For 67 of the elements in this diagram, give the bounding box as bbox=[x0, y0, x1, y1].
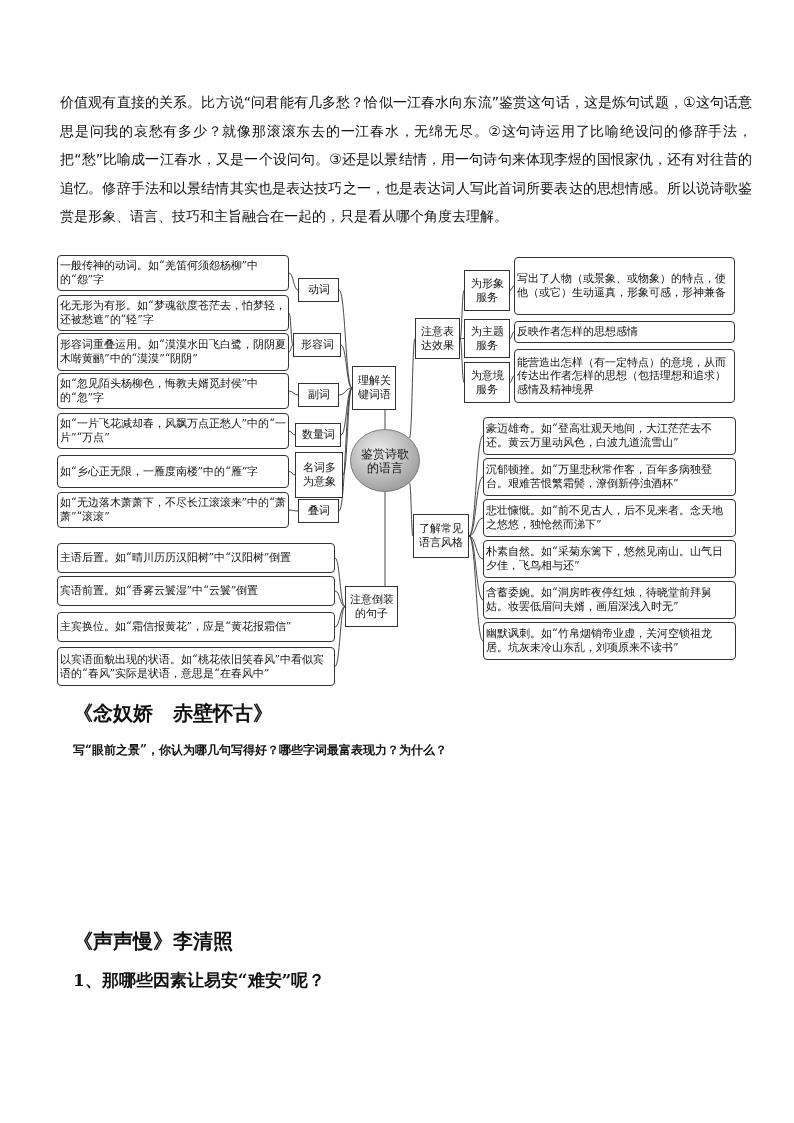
connector-line bbox=[334, 606, 346, 628]
connector-line bbox=[340, 387, 353, 436]
example-box: 形容词重叠运用。如“漠漠水田飞白鹭，阴阴夏木啭黄鹂”中的“漠漠”“阴阴” bbox=[57, 333, 289, 371]
example-box: 沉郁顿挫。如“万里悲秋常作客，百年多病独登台。艰难苦恨繁霜鬓，潦倒新停浊酒杯” bbox=[483, 458, 736, 496]
connector-line bbox=[468, 476, 484, 537]
connector-line bbox=[288, 344, 294, 353]
example-box: 以宾语面貌出现的状语。如“桃花依旧笑春风”中看似宾语的“春风”实际是状语，意思是“在春风中” bbox=[57, 647, 335, 686]
connector-line bbox=[459, 338, 465, 339]
connector-line bbox=[288, 272, 299, 291]
branch-box: 为形象服务 bbox=[464, 270, 510, 311]
question-text: 1、那哪些因素让易安“难安”呢？ bbox=[73, 969, 327, 991]
connector-line bbox=[468, 535, 484, 560]
example-box: 能营造出怎样（有一定特点）的意境，从而传达出作者怎样的思想（包括理想和追求）感情及精神境界 bbox=[514, 349, 735, 403]
branch-box: 为意境服务 bbox=[464, 362, 510, 403]
poem-heading: 《念奴娇 赤壁怀古》 bbox=[73, 700, 274, 726]
connector-line bbox=[509, 285, 515, 291]
connector-line bbox=[288, 509, 299, 512]
example-box: 如“忽见陌头杨柳色，悔教夫婿觅封侯”中的“忽”字 bbox=[57, 373, 289, 409]
example-box: 悲壮慷慨。如“前不见古人，后不见来者。念天地之悠悠，独怆然而涕下” bbox=[483, 499, 736, 537]
example-box: 豪迈雄奇。如“登高壮观天地间，大江茫茫去不还。黄云万里动风色，白波九道流雪山” bbox=[483, 417, 736, 455]
connector-line bbox=[288, 390, 299, 396]
connector-line bbox=[384, 409, 386, 430]
connector-line bbox=[340, 344, 353, 389]
connector-line bbox=[509, 375, 515, 383]
example-box: 幽默讽刺。如“竹帛烟销帝业虚，关河空锁祖龙居。坑灰未冷山东乱，刘项原来不读书” bbox=[483, 622, 736, 660]
branch-box: 动词 bbox=[298, 278, 339, 302]
connector-line bbox=[338, 387, 353, 512]
example-box: 含蓄委婉。如“洞房昨夜停红烛，待晓堂前拜舅姑。妆罢低眉问夫婿，画眉深浅入时无” bbox=[483, 581, 736, 619]
branch-box: 注意表达效果 bbox=[415, 318, 460, 359]
branch-box: 名词多为意象 bbox=[295, 452, 343, 498]
example-box: 反映作者怎样的思想感情 bbox=[514, 321, 735, 343]
branch-box: 数量词 bbox=[295, 423, 341, 447]
example-box: 主宾换位。如“霜信报黄花”，应是“黄花报霜信” bbox=[57, 612, 335, 642]
example-box: 一般传神的动词。如“羌笛何须怨杨柳”中的“怨”字 bbox=[57, 255, 289, 291]
connector-line bbox=[468, 535, 484, 601]
connector-line bbox=[459, 338, 465, 383]
example-box: 宾语前置。如“香雾云鬟湿”中“云鬟”倒置 bbox=[57, 576, 335, 606]
topic-ellipse: 鉴赏诗歌的语言 bbox=[350, 429, 420, 492]
example-box: 如“一片飞花减却春，风飘万点正愁人”中的“一片”“万点” bbox=[57, 413, 289, 449]
example-box: 写出了人物（或景象、或物象）的特点，使他（或它）生动逼真，形象可感，形神兼备 bbox=[514, 257, 735, 315]
example-box: 如“无边落木萧萧下，不尽长江滚滚来”中的“萧萧”“滚滚” bbox=[57, 492, 289, 528]
connector-line bbox=[334, 557, 346, 607]
branch-box: 注意倒装的句子 bbox=[345, 586, 398, 627]
poem-heading: 《声声慢》李清照 bbox=[73, 928, 234, 954]
branch-box: 了解常见语言风格 bbox=[413, 514, 469, 558]
branch-box: 形容词 bbox=[293, 333, 341, 357]
connector-line bbox=[288, 430, 296, 436]
example-box: 朴素自然。如“采菊东篱下，悠然见南山。山气日夕佳，飞鸟相与还” bbox=[483, 540, 736, 578]
connector-line bbox=[384, 491, 386, 587]
connector-line bbox=[509, 331, 515, 339]
connector-line bbox=[288, 312, 294, 346]
connector-line bbox=[334, 606, 346, 667]
example-box: 主语后置。如“晴川历历汉阳树”中“汉阳树”倒置 bbox=[57, 543, 335, 573]
example-box: 化无形为有形。如“梦魂欲度苍茫去，怕梦轻，还被愁遮”的“轻”字 bbox=[57, 295, 289, 331]
question-text: 写“眼前之景”，你认为哪几句写得好？哪些字词最富表现力？为什么？ bbox=[73, 742, 448, 758]
example-box: 如“乡心正无限，一雁度南楼”中的“雁”字 bbox=[57, 455, 289, 488]
connector-line bbox=[459, 290, 465, 339]
connector-line bbox=[468, 517, 484, 537]
branch-box: 为主题服务 bbox=[464, 319, 510, 358]
branch-box: 理解关键词语 bbox=[352, 366, 396, 410]
branch-box: 副词 bbox=[298, 383, 339, 407]
branch-box: 叠词 bbox=[298, 499, 339, 523]
connector-line bbox=[468, 535, 484, 642]
connector-line bbox=[338, 387, 353, 396]
connector-line bbox=[334, 590, 346, 607]
body-paragraph: 价值观有直接的关系。比方说“问君能有几多愁？恰似一江春水向东流”鉴赏这句话，这是炼句试题，①这句话意思是问我的哀愁有多少？就像那滚滚东去的一江春水，无绵无尽。②这句诗运用了比喻绝设问的修辞手法，把“愁”比喻成一江春水，又是一个设问句。③还是以景结情，用一句诗句来体现李煜的国恨家仇，还有对往昔的追忆。修辞手法和以景结情其实也是表达技巧之一，也是表达词人写此首词所要表达的思想情感。所以说诗歌鉴赏是形象、语言、技巧和主旨融合在一起的，只是看从哪个角度去理解。 bbox=[60, 93, 752, 226]
connector-line bbox=[288, 471, 296, 476]
